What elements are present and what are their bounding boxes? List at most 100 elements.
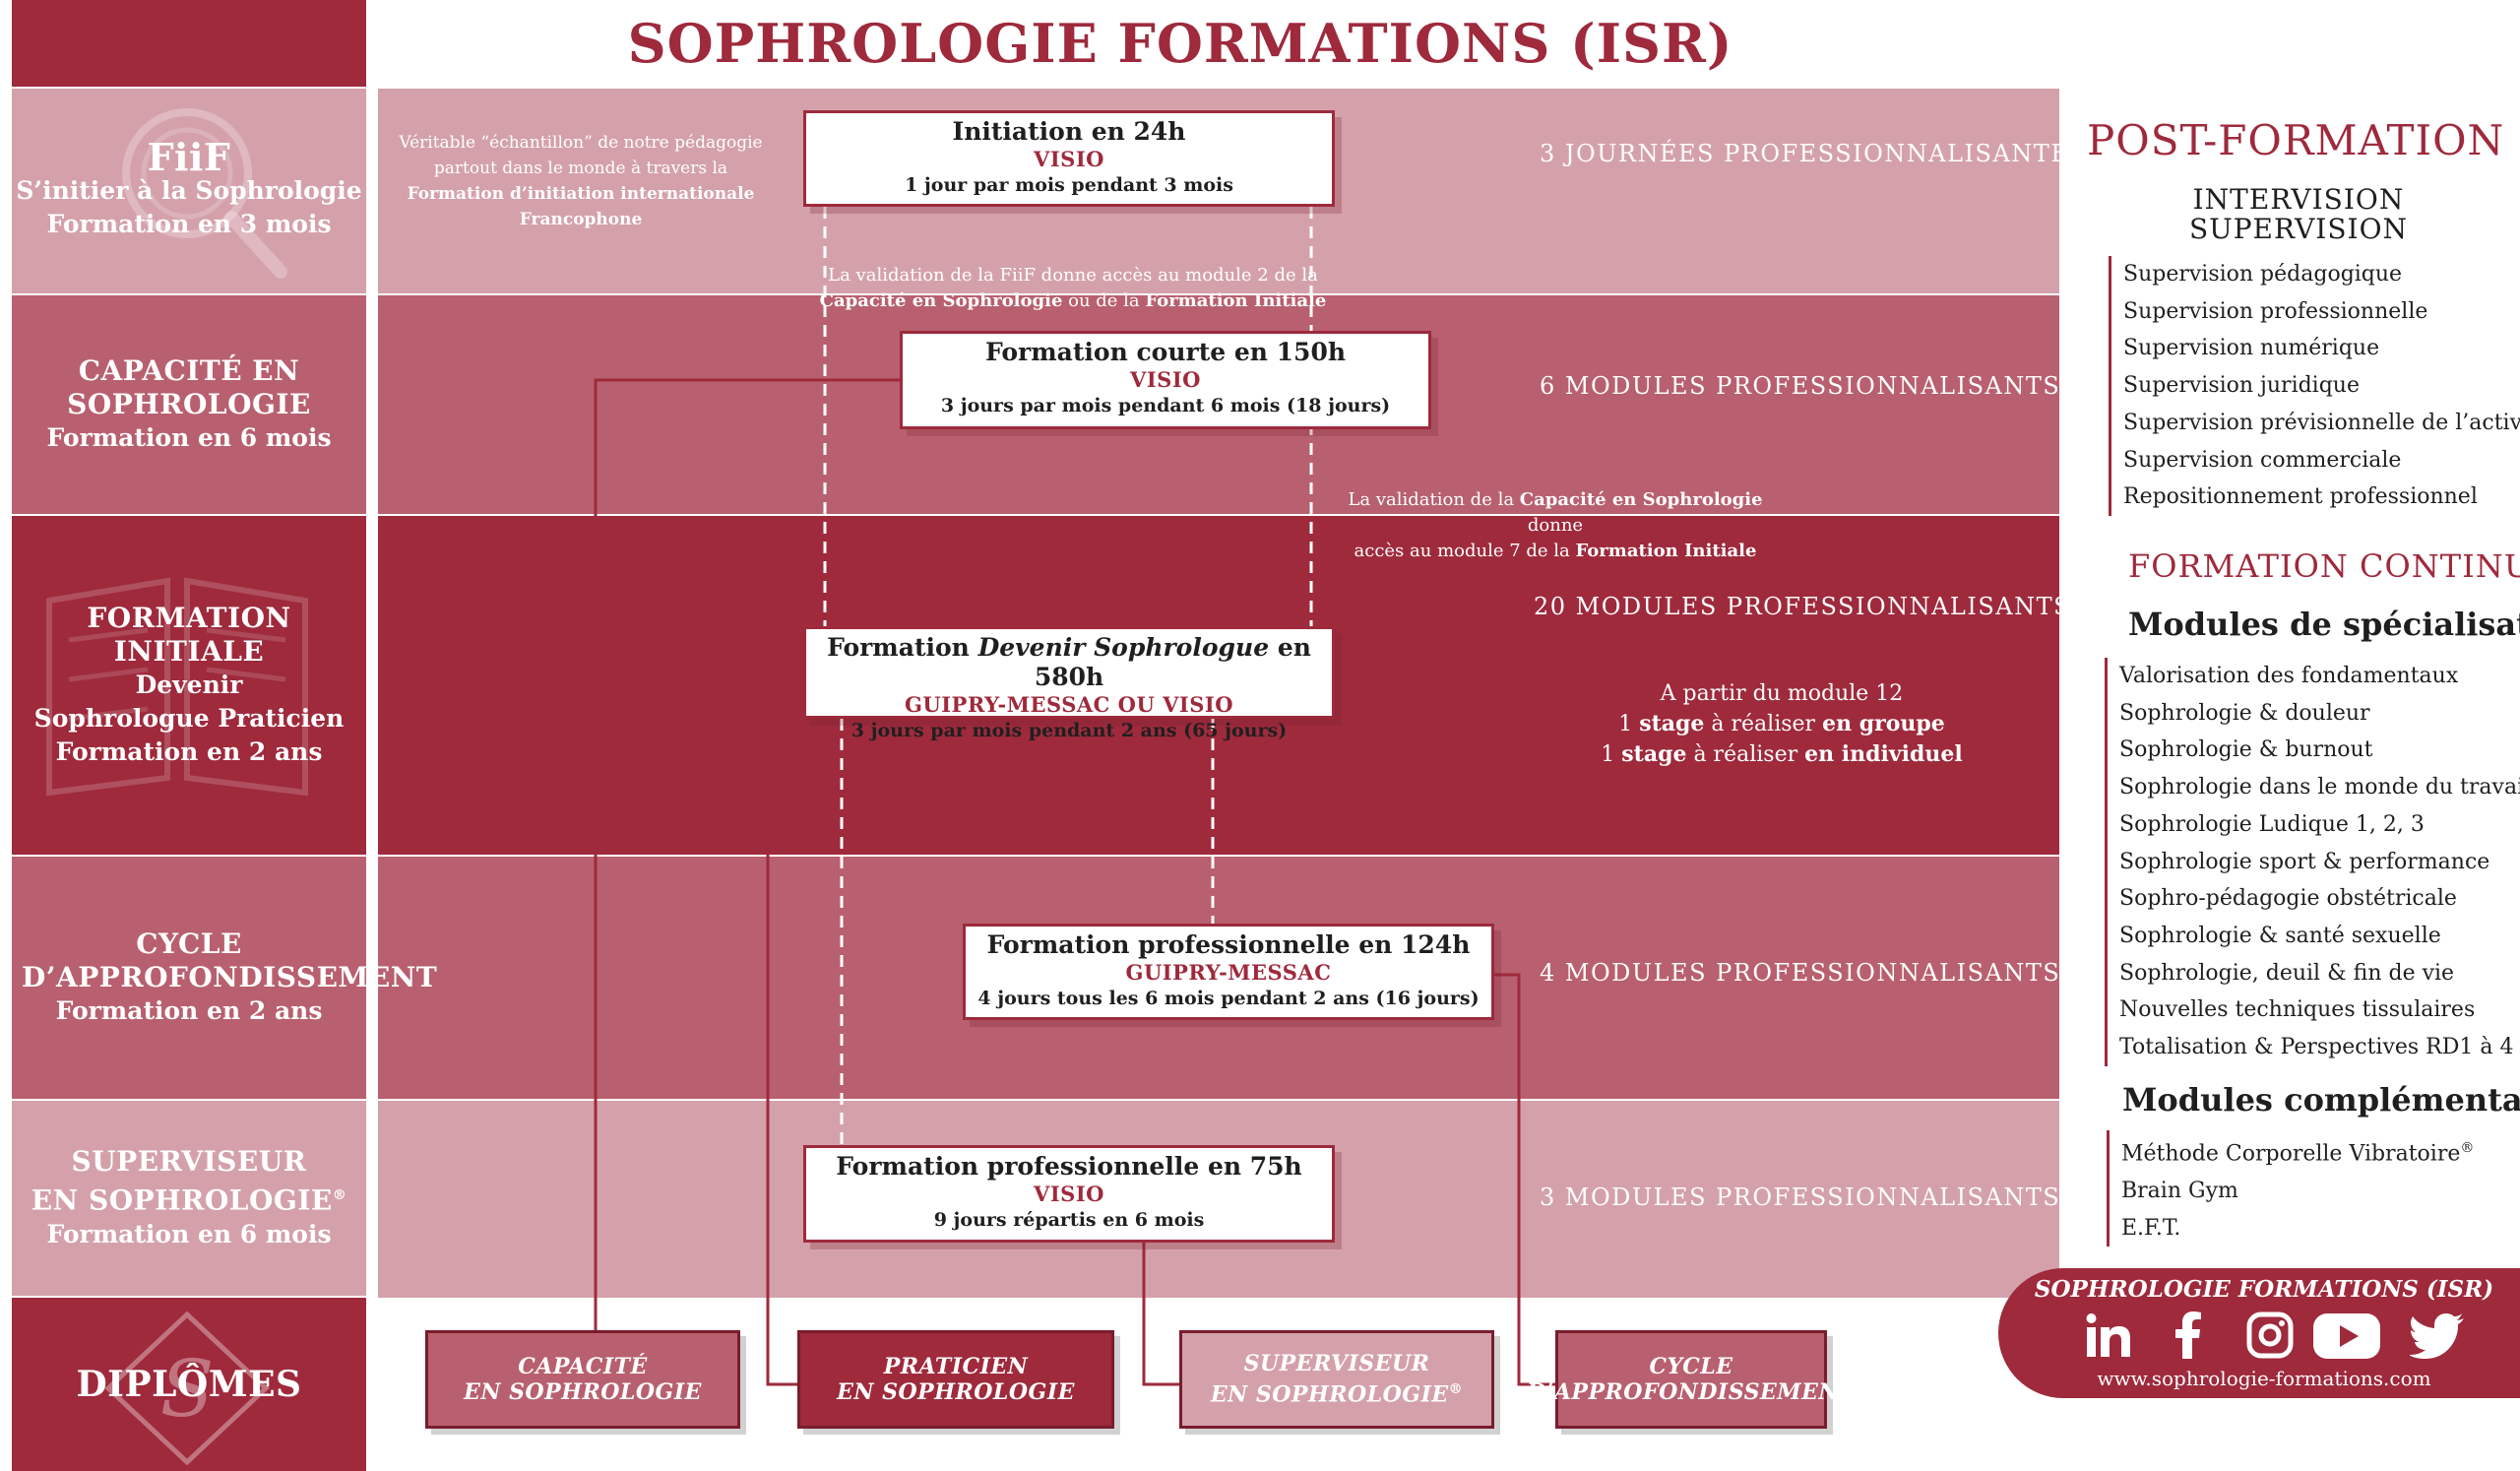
fiif-description-line-2: partout dans le monde à travers la [433,159,728,178]
post-formation-subtitle-line-2: SUPERVISION [2188,213,2409,245]
diplome-capacite-line-2: EN SOPHROLOGIE [464,1379,702,1405]
diplome-praticien-line-1: PRATICIEN [883,1354,1029,1379]
footer-brand-name: SOPHROLOGIE FORMATIONS (ISR) [2034,1276,2494,1303]
capacite-validation-line-1: La validation de la Capacité en Sophrolo… [1348,489,1763,536]
box-superviseur: Formation professionnelle en 75h VISIO 9… [803,1145,1335,1243]
modules-superviseur: 3 MODULES PROFESSIONNALISANTS [1540,1183,2061,1211]
list-item: Brain Gym [2121,1179,2238,1204]
superviseur-title-2: EN SOPHROLOGIE® [31,1183,347,1217]
box-superviseur-location: VISIO [1034,1182,1104,1206]
initiale-line-2: Sophrologue Praticien [33,704,345,733]
box-capacite-heading: Formation courte en 150h [984,338,1347,366]
box-cycle-heading: Formation professionnelle en 124h [986,930,1471,959]
list-item: Totalisation & Perspectives RD1 à 4 [2119,1035,2514,1060]
facebook-icon[interactable] [2174,1311,2203,1359]
magnifier-watermark-icon [122,108,287,279]
left-band-initiale [12,516,366,855]
modules-cycle: 4 MODULES PROFESSIONNALISANTS [1540,959,2061,987]
box-cycle: Formation professionnelle en 124h GUIPRY… [963,924,1494,1020]
left-label-diplomes: DIPLÔMES [12,1298,366,1471]
page-title: SOPHROLOGIE FORMATIONS (ISR) [627,12,1733,75]
left-band-fiif [12,89,366,293]
diamond-logo-icon: S [104,1311,270,1466]
initiale-line-3: Formation en 2 ans [55,737,323,766]
fiif-description: Véritable “échantillon” de notre pédagog… [394,130,768,232]
specialisation-list: Valorisation des fondamentaux Sophrologi… [2105,658,2520,1066]
diplomes-label: DIPLÔMES [76,1364,302,1405]
box-initiale-heading: Formation Devenir Sophrologue en 580h [827,633,1311,691]
list-item: Sophrologie & douleur [2119,700,2370,726]
list-item: Sophrologie Ludique 1, 2, 3 [2119,811,2425,837]
diplome-superviseur-line-1: SUPERVISEUR [1243,1351,1430,1377]
post-formation-subtitle-line-1: INTERVISION [2192,183,2405,216]
diplome-superviseur: SUPERVISEUR EN SOPHROLOGIE® [1179,1330,1494,1429]
list-item: Supervision professionnelle [2123,298,2428,324]
list-item: Supervision juridique [2123,373,2360,399]
diplome-cycle: CYCLE D’APPROFONDISSEMENT [1527,1330,1855,1429]
capacite-line-1: Formation en 6 mois [46,423,332,452]
list-item: Valorisation des fondamentaux [2119,664,2459,688]
diplome-cycle-line-2: D’APPROFONDISSEMENT [1527,1379,1856,1405]
box-initiation-location: VISIO [1034,147,1104,171]
initiale-line-1: Devenir [135,671,243,699]
list-item: Sophrologie & santé sexuelle [2119,923,2441,948]
stage-note: A partir du module 12 1 stage à réaliser… [1575,679,1988,770]
box-initiale: Formation Devenir Sophrologue en 580h GU… [803,626,1335,741]
list-item: Supervision pédagogique [2123,262,2403,287]
box-initiale-location: GUIPRY-MESSAC OU VISIO [904,692,1234,717]
youtube-icon[interactable] [2313,1313,2380,1359]
stage-line-3: 1 stage à réaliser en individuel [1601,741,1963,767]
box-superviseur-heading: Formation professionnelle en 75h [836,1152,1302,1181]
diplome-praticien: PRATICIEN EN SOPHROLOGIE [797,1330,1114,1429]
left-label-initiale: FORMATION INITIALE Devenir Sophrologue P… [12,516,366,855]
capacite-validation-note: La validation de la Capacité en Sophrolo… [1319,487,1792,564]
box-initiation: Initiation en 24h VISIO 1 jour par mois … [803,110,1335,207]
list-item: Nouvelles techniques tissulaires [2119,997,2476,1023]
left-band-superviseur [12,1101,366,1296]
modules-fiif: 3 JOURNÉES PROFESSIONNALISANTES [1540,140,2088,167]
social-icons [2085,1311,2488,1363]
initiale-title: FORMATION INITIALE [87,602,291,668]
diplome-capacite: CAPACITÉ EN SOPHROLOGIE [425,1330,740,1429]
left-band-diplomes [12,1298,366,1471]
list-item: Sophrologie, deuil & fin de vie [2119,960,2455,986]
list-item: Sophrologie & burnout [2119,737,2373,763]
superviseur-line-1: Formation en 6 mois [46,1219,332,1248]
left-label-capacite: CAPACITÉ EN SOPHROLOGIE Formation en 6 m… [12,295,366,514]
formation-continue-title: FORMATION CONTINUE [2128,547,2520,585]
fiif-line-2: Formation en 3 mois [46,210,332,238]
twitter-icon[interactable] [2410,1313,2465,1359]
capacite-validation-line-2: accès au module 7 de la Formation Initia… [1354,541,1757,561]
list-item: Sophrologie dans le monde du travail [2119,775,2520,800]
left-label-superviseur: SUPERVISEUR EN SOPHROLOGIE® Formation en… [12,1101,366,1296]
list-item: Repositionnement professionnel [2123,484,2478,510]
box-cycle-location: GUIPRY-MESSAC [1125,960,1332,985]
book-watermark-icon [46,577,308,797]
box-capacite-schedule: 3 jours par mois pendant 6 mois (18 jour… [940,395,1391,416]
footer-url[interactable]: www.sophrologie-formations.com [2097,1367,2431,1390]
diplome-superviseur-line-2: EN SOPHROLOGIE® [1210,1381,1464,1408]
fiif-title: FiiF [147,135,231,179]
complementaires-heading: Modules complémentaires [2122,1081,2520,1119]
list-item: E.F.T. [2121,1215,2181,1241]
fiif-description-line-3: Formation d’initiation internationale [407,184,755,204]
fiif-validation-line-2: Capacité en Sophrologie ou de la Formati… [819,290,1327,311]
modules-initiale: 20 MODULES PROFESSIONNALISANTS [1534,593,2072,620]
box-capacite: Formation courte en 150h VISIO 3 jours p… [900,331,1431,429]
specialisation-heading: Modules de spécialisation [2128,606,2520,643]
diplome-praticien-line-2: EN SOPHROLOGIE [837,1379,1075,1405]
stage-line-1: A partir du module 12 [1660,681,1904,706]
linkedin-icon[interactable] [2085,1311,2132,1359]
diplome-cycle-line-1: CYCLE [1649,1354,1733,1379]
post-formation-list: Supervision pédagogique Supervision prof… [2109,256,2520,516]
box-capacite-location: VISIO [1130,367,1201,392]
list-item: Supervision prévisionnelle de l’activité [2123,410,2520,435]
instagram-icon[interactable] [2246,1311,2294,1359]
modules-capacite: 6 MODULES PROFESSIONNALISANTS [1540,372,2061,400]
box-initiation-heading: Initiation en 24h [952,117,1186,146]
fiif-validation-note: La validation de la FiiF donne accès au … [817,263,1329,314]
svg-text:S: S [160,1343,215,1435]
list-item: Sophrologie sport & performance [2119,849,2490,874]
box-initiation-schedule: 1 jour par mois pendant 3 mois [905,174,1233,196]
